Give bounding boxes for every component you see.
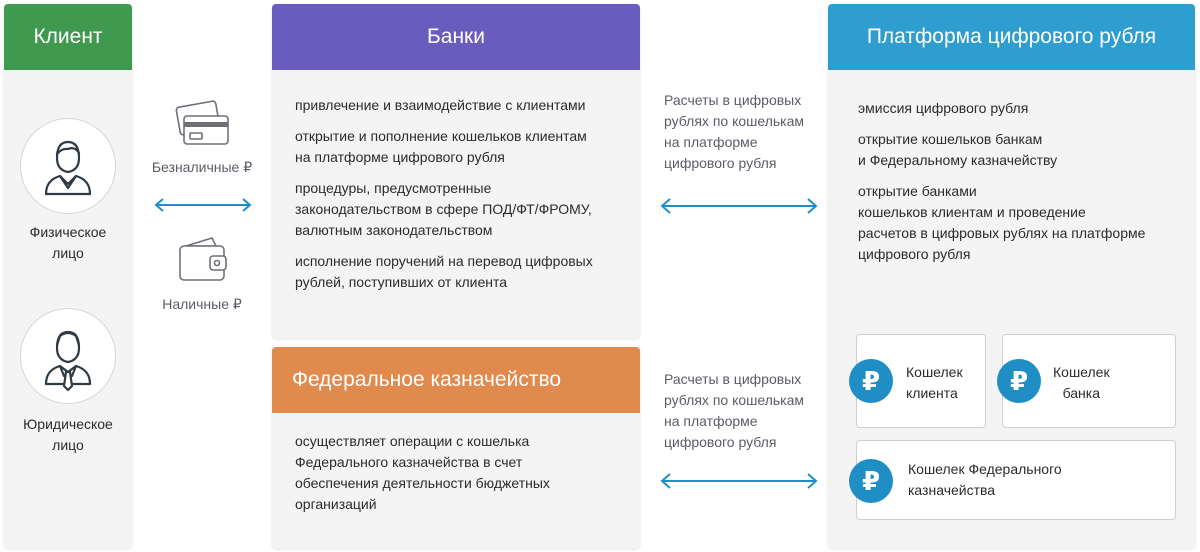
bank-wallet-label: Кошелек банка	[1053, 364, 1110, 401]
banks-duty-3: процедуры, предусмотренные законодательс…	[295, 180, 592, 238]
cash-label: Наличные ₽	[162, 296, 242, 312]
legal-person-icon	[44, 330, 92, 392]
treasury-header: Федеральное казначейство	[272, 347, 640, 413]
legal-label-line-1: Юридическое	[23, 416, 113, 432]
cards-icon	[175, 100, 229, 145]
platform-duty-1: эмиссия цифрового рубля	[858, 100, 1029, 116]
cashless-label: Безналичные ₽	[151, 159, 253, 175]
ruble-icon: ₽	[849, 459, 893, 503]
banks-panel: Банки привлечение и взаимодействие с кли…	[272, 4, 640, 338]
client-panel: Клиент Физическое лицо Юридическо	[4, 4, 132, 548]
wallet-icon	[179, 237, 227, 281]
individual-person-icon	[44, 140, 92, 196]
ruble-icon: ₽	[997, 359, 1041, 403]
individual-label-line-2: лицо	[52, 245, 84, 261]
ruble-icon: ₽	[849, 359, 893, 403]
bank-wallet-box: ₽ Кошелек банка	[997, 334, 1176, 428]
platform-header: Платформа цифрового рубля	[828, 4, 1195, 70]
platform-duty-2: открытие кошельков банкам и Федеральному…	[858, 131, 1058, 168]
client-wallet-label: Кошелек клиента	[906, 364, 963, 401]
treasury-wallet-box: ₽ Кошелек Федерального казначейства	[849, 440, 1176, 520]
client-title: Клиент	[33, 25, 103, 48]
banks-duty-2: открытие и пополнение кошельков клиентам…	[295, 128, 587, 165]
banks-header: Банки	[272, 4, 640, 70]
treasury-title: Федеральное казначейство	[292, 368, 562, 391]
individual-label: Физическое лицо	[4, 222, 132, 264]
individual-avatar-circle	[20, 118, 116, 214]
platform-duty-3: открытие банками кошельков клиентам и пр…	[858, 183, 1146, 262]
banks-title: Банки	[427, 25, 485, 48]
legal-label: Юридическое лицо	[4, 414, 132, 456]
client-header: Клиент	[4, 4, 132, 70]
treasury-panel: Федеральное казначейство осуществляет оп…	[272, 347, 640, 548]
banks-duties-list: привлечение и взаимодействие с клиентами…	[295, 95, 635, 303]
client-wallet-box: ₽ Кошелек клиента	[849, 334, 986, 428]
legal-label-line-2: лицо	[52, 437, 84, 453]
bidirectional-arrow-client-banks	[154, 198, 252, 212]
platform-duties-list: эмиссия цифрового рубля открытие кошельк…	[858, 98, 1188, 275]
platform-title: Платформа цифрового рубля	[866, 25, 1157, 48]
bidirectional-arrow-treasury-platform	[660, 473, 818, 489]
platform-panel: Платформа цифрового рубля эмиссия цифров…	[828, 4, 1195, 548]
treasury-duty-1: осуществляет операции с кошелька Федерал…	[295, 433, 550, 512]
settlement-label-bottom: Расчеты в цифровых рублях по кошелькам н…	[664, 371, 804, 450]
banks-duty-1: привлечение и взаимодействие с клиентами	[295, 97, 586, 113]
individual-label-line-1: Физическое	[29, 224, 107, 240]
treasury-duties-list: осуществляет операции с кошелька Федерал…	[295, 431, 635, 525]
banks-duty-4: исполнение поручений на перевод цифровых…	[295, 253, 593, 290]
treasury-wallet-label: Кошелек Федерального казначейства	[908, 461, 1062, 498]
settlement-label-top: Расчеты в цифровых рублях по кошелькам н…	[664, 92, 804, 171]
legal-avatar-circle	[20, 308, 116, 404]
bidirectional-arrow-banks-platform	[660, 198, 818, 214]
